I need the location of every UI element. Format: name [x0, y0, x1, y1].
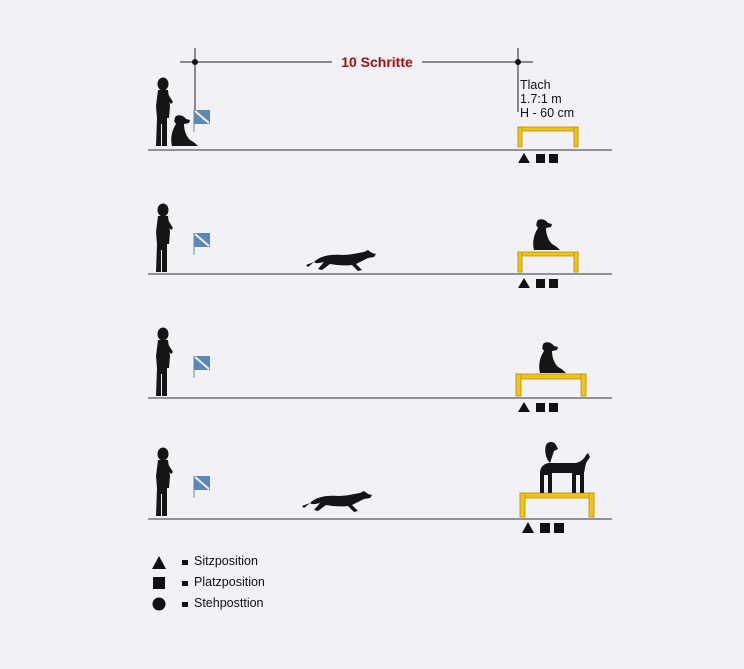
- table-spec-height: H - 60 cm: [520, 106, 575, 120]
- legend-label: Sitzposition: [194, 554, 258, 568]
- dog-running-icon: [302, 491, 372, 512]
- square-icon: [536, 279, 545, 288]
- table-spec-name: Tlach: [520, 78, 551, 92]
- bullet-icon: [182, 602, 188, 607]
- triangle-icon: [152, 556, 166, 569]
- handler-silhouette: [156, 203, 173, 272]
- square-icon: [540, 523, 550, 533]
- handler-silhouette: [156, 327, 173, 396]
- legend-item-down: Platzposition: [150, 573, 350, 594]
- table: [517, 251, 579, 273]
- legend-item-sit: Sitzposition: [150, 552, 350, 573]
- flag-icon: [193, 109, 211, 133]
- triangle-icon: [518, 153, 530, 163]
- triangle-icon: [522, 522, 534, 533]
- circle-icon: [152, 597, 166, 611]
- square-icon: [554, 523, 564, 533]
- triangle-icon: [518, 402, 530, 412]
- legend-label: Stehposttion: [194, 596, 264, 610]
- legend-item-stand: Stehposttion: [150, 594, 350, 615]
- flag-icon: [193, 475, 211, 499]
- bullet-icon: [182, 560, 188, 565]
- square-icon: [549, 154, 558, 163]
- flag-icon: [193, 232, 211, 256]
- position-markers: [518, 402, 558, 412]
- position-markers: [518, 153, 558, 163]
- table: [515, 373, 587, 397]
- dog-running-icon: [306, 250, 376, 271]
- table-spec: Tlach 1.7:1 m H - 60 cm: [520, 78, 574, 120]
- legend: Sitzposition Platzposition Stehposttion: [150, 552, 350, 615]
- square-icon: [153, 577, 165, 589]
- row-1: [148, 77, 612, 163]
- table-spec-size: 1.7:1 m: [520, 92, 562, 106]
- table: [517, 126, 579, 148]
- bullet-icon: [182, 581, 188, 586]
- row-4: [148, 442, 612, 533]
- square-icon: [549, 279, 558, 288]
- flag-icon: [193, 355, 211, 379]
- handler-silhouette: [156, 77, 173, 146]
- square-icon: [536, 154, 545, 163]
- dog-sitting-icon: [539, 342, 566, 373]
- row-2: [148, 203, 612, 288]
- position-markers: [518, 278, 558, 288]
- square-icon: [549, 403, 558, 412]
- dog-standing-icon: [540, 442, 590, 493]
- triangle-icon: [518, 278, 530, 288]
- square-icon: [536, 403, 545, 412]
- row-3: [148, 327, 612, 412]
- distance-label: 10 Schritte: [332, 52, 422, 72]
- position-markers: [522, 522, 564, 533]
- dog-sitting-icon: [533, 219, 560, 250]
- table: [519, 492, 595, 518]
- handler-silhouette: [156, 447, 173, 516]
- legend-label: Platzposition: [194, 575, 265, 589]
